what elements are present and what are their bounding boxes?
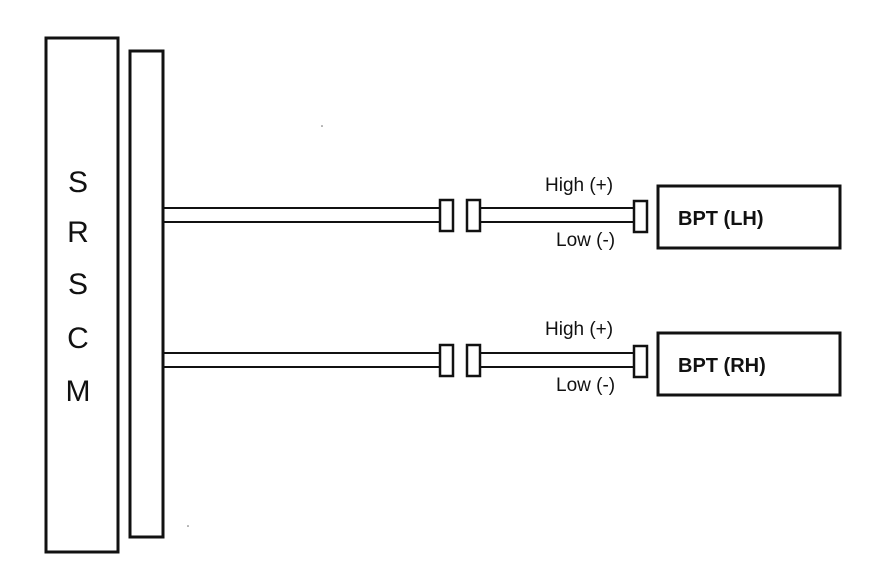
module-letter: S xyxy=(68,268,88,301)
high-label-rh: High (+) xyxy=(545,319,613,340)
high-label-lh: High (+) xyxy=(545,175,613,196)
low-label-rh: Low (-) xyxy=(556,375,615,396)
sensor-terminal-rh xyxy=(632,344,649,379)
circuit-rh: High (+) Low (-) BPT (RH) xyxy=(163,319,842,397)
bpt-box-lh xyxy=(656,184,842,250)
circuit-lh: High (+) Low (-) BPT (LH) xyxy=(163,175,842,251)
bpt-label-lh: BPT (LH) xyxy=(678,208,764,230)
bpt-box-rh xyxy=(656,331,842,397)
scan-speck xyxy=(187,525,189,527)
srscm-module-block xyxy=(44,36,120,554)
scan-speck xyxy=(321,125,323,127)
sensor-terminal-lh xyxy=(632,199,649,234)
module-letter: R xyxy=(67,216,89,249)
module-letter: S xyxy=(68,166,88,199)
module-letter: C xyxy=(67,322,89,355)
module-letter: M xyxy=(66,375,91,408)
low-label-lh: Low (-) xyxy=(556,230,615,251)
bpt-label-rh: BPT (RH) xyxy=(678,355,766,377)
module-connector-bar xyxy=(128,49,165,539)
connector-female-rh xyxy=(465,343,482,378)
connector-male-rh xyxy=(438,343,455,378)
connector-male-lh xyxy=(438,198,455,233)
connector-female-lh xyxy=(465,198,482,233)
